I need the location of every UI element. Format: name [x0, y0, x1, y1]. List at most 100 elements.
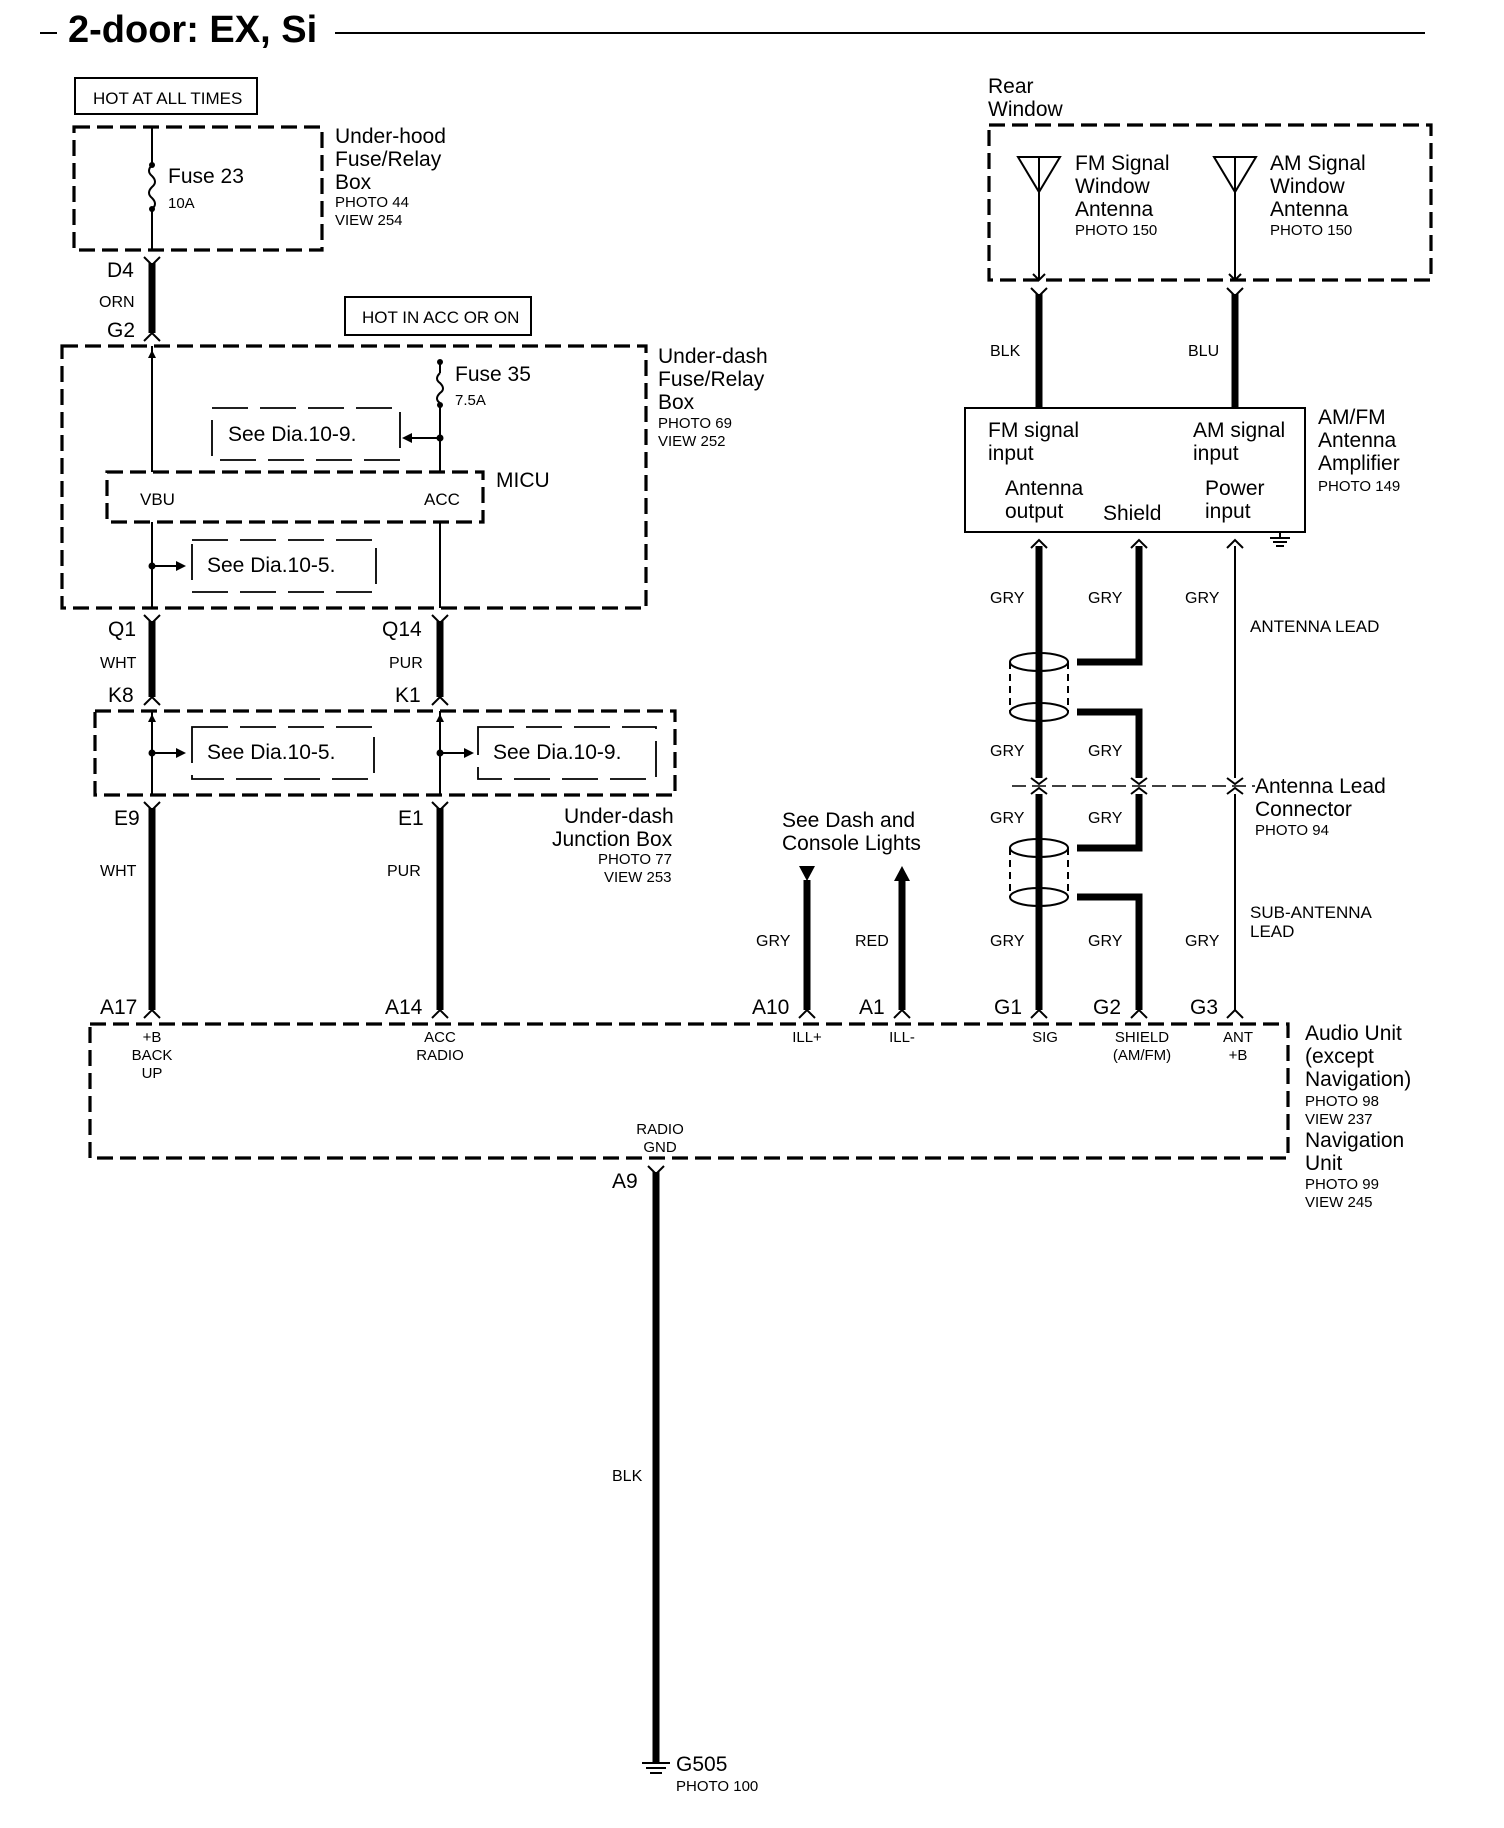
pin-radio-gnd-1: RADIO	[636, 1121, 684, 1138]
amp-shield: Shield	[1103, 502, 1161, 525]
see-dia-10-5-bottom-label: See Dia.10-5.	[207, 741, 335, 764]
pin-acc-radio-1: ACC	[424, 1029, 456, 1046]
micu-acc-terminal: ACC	[424, 490, 460, 509]
amp-photo: PHOTO 149	[1318, 478, 1400, 495]
junction-box-name-2: Junction Box	[552, 828, 673, 851]
wire-color-red: RED	[855, 933, 889, 950]
connector-g2-audio: G2	[1093, 996, 1121, 1019]
nav-unit-view: VIEW 245	[1305, 1194, 1373, 1211]
micu-vbu-terminal: VBU	[140, 490, 175, 509]
arrow-down-icon	[799, 866, 815, 881]
wire-color-gry-shield-2: GRY	[1088, 743, 1123, 760]
see-dia-10-9-top-label: See Dia.10-9.	[228, 423, 356, 446]
underdash-fuse-relay-box: Under-dash Fuse/Relay Box PHOTO 69 VIEW …	[60, 344, 768, 610]
audio-unit: +B BACK UP ACC RADIO ILL+ ILL- SIG SHIEL…	[88, 1022, 1411, 1211]
see-dia-10-5-top-label: See Dia.10-5.	[207, 554, 335, 577]
wire-e9-a17: E9 WHT A17	[100, 801, 161, 1019]
underdash-box-name-1: Under-dash	[658, 345, 768, 368]
wire-color-blk-ground: BLK	[612, 1468, 643, 1485]
pin-sig: SIG	[1032, 1029, 1058, 1046]
wire-a9-ground: A9 BLK G505 PHOTO 100	[612, 1165, 758, 1795]
fm-antenna-label-1: FM Signal	[1075, 152, 1170, 175]
connector-a17: A17	[100, 996, 137, 1019]
wire-color-blk-fm: BLK	[990, 343, 1021, 360]
wire-color-blu-am: BLU	[1188, 343, 1219, 360]
wire-color-gry-sig-4: GRY	[990, 933, 1025, 950]
antenna-lead-connector-label-2: Connector	[1255, 798, 1352, 821]
pin-radio-gnd-2: GND	[643, 1139, 677, 1156]
wire-d4-g2: D4 ORN G2	[99, 256, 161, 342]
connector-e9: E9	[114, 807, 140, 830]
audio-unit-label-2: (except	[1305, 1045, 1374, 1068]
am-antenna-label-1: AM Signal	[1270, 152, 1366, 175]
pin-shield-2: (AM/FM)	[1113, 1047, 1171, 1064]
amp-fm-input-2: input	[988, 442, 1034, 465]
connector-g3: G3	[1190, 996, 1218, 1019]
hot-in-acc-or-on-label: HOT IN ACC OR ON	[362, 308, 519, 327]
underdash-box-photo: PHOTO 69	[658, 415, 732, 432]
underdash-box-name-3: Box	[658, 391, 695, 414]
fuse-35-rating: 7.5A	[455, 392, 486, 409]
wire-q14-k1: Q14 PUR K1	[382, 614, 449, 707]
am-antenna-label-3: Antenna	[1270, 198, 1349, 221]
antenna-lead-cable: GRY GRY GRY GRY GRY ANTENNA LEAD	[990, 538, 1379, 778]
dash-lights-label-1: See Dash and	[782, 809, 915, 832]
connector-q14: Q14	[382, 618, 422, 641]
see-dia-10-9-bottom: See Dia.10-9.	[477, 726, 657, 780]
antenna-lead-connector-label-1: Antenna Lead	[1255, 775, 1386, 798]
audio-unit-label-3: Navigation)	[1305, 1068, 1411, 1091]
see-dia-10-5-top: See Dia.10-5.	[191, 539, 377, 593]
wire-color-pur-2: PUR	[387, 863, 421, 880]
amp-fm-input-1: FM signal	[988, 419, 1079, 442]
pin-shield-1: SHIELD	[1115, 1029, 1169, 1046]
ground-icon	[1270, 532, 1290, 547]
connector-q1: Q1	[108, 618, 136, 641]
connector-a9: A9	[612, 1170, 638, 1193]
wire-color-gry-sig-1: GRY	[990, 590, 1025, 607]
rear-window-label-2: Window	[988, 98, 1064, 121]
wire-q1-k8: Q1 WHT K8	[100, 614, 161, 707]
underdash-box-name-2: Fuse/Relay	[658, 368, 765, 391]
underhood-box-name-2: Fuse/Relay	[335, 148, 442, 171]
amp-power-input-2: input	[1205, 500, 1251, 523]
nav-unit-label-2: Unit	[1305, 1152, 1343, 1175]
pin-ill-plus: ILL+	[792, 1029, 822, 1046]
underhood-box-name-1: Under-hood	[335, 125, 446, 148]
am-antenna-icon	[1212, 156, 1258, 282]
wire-color-orn: ORN	[99, 294, 135, 311]
antenna-lead-connector: Antenna Lead Connector PHOTO 94	[1012, 775, 1386, 839]
fuse-23-symbol	[148, 164, 156, 210]
junction-box-name-1: Under-dash	[564, 805, 674, 828]
shielded-cable-icon	[1009, 652, 1069, 722]
wire-color-wht-1: WHT	[100, 655, 137, 672]
sub-antenna-lead-cable: GRY GRY GRY GRY GRY SUB-ANTENNA LEAD G1 …	[990, 794, 1373, 1019]
wire-color-gry-shield-3: GRY	[1088, 810, 1123, 827]
connector-a10: A10	[752, 996, 789, 1019]
wire-color-gry-power-1: GRY	[1185, 590, 1220, 607]
hot-at-all-times-label: HOT AT ALL TIMES	[93, 89, 242, 108]
amp-am-input-1: AM signal	[1193, 419, 1285, 442]
amp-am-input-2: input	[1193, 442, 1239, 465]
amp-name-3: Amplifier	[1318, 452, 1400, 475]
am-antenna-photo: PHOTO 150	[1270, 222, 1352, 239]
underdash-junction-box: See Dia.10-5. See Dia.10-9. Under-dash J…	[93, 709, 677, 886]
ground-g505-label: G505	[676, 1753, 727, 1776]
amp-name-1: AM/FM	[1318, 406, 1386, 429]
sub-antenna-lead-label-2: LEAD	[1250, 922, 1294, 941]
wire-color-wht-2: WHT	[100, 863, 137, 880]
pin-ant-b-2: +B	[1229, 1047, 1248, 1064]
wire-color-gry-sig-2: GRY	[990, 743, 1025, 760]
arrow-up-icon	[894, 866, 910, 881]
connector-k8: K8	[108, 684, 134, 707]
rear-window: Rear Window FM Signal Window Antenna PHO…	[987, 75, 1433, 282]
see-dia-10-5-bottom: See Dia.10-5.	[191, 726, 375, 780]
nav-unit-photo: PHOTO 99	[1305, 1176, 1379, 1193]
underhood-box-name-3: Box	[335, 171, 372, 194]
antenna-lead-connector-photo: PHOTO 94	[1255, 822, 1329, 839]
connector-k1: K1	[395, 684, 421, 707]
am-antenna-label-2: Window	[1270, 175, 1346, 198]
underhood-box-view: VIEW 254	[335, 212, 403, 229]
fm-antenna-label-2: Window	[1075, 175, 1151, 198]
connector-a1: A1	[859, 996, 885, 1019]
